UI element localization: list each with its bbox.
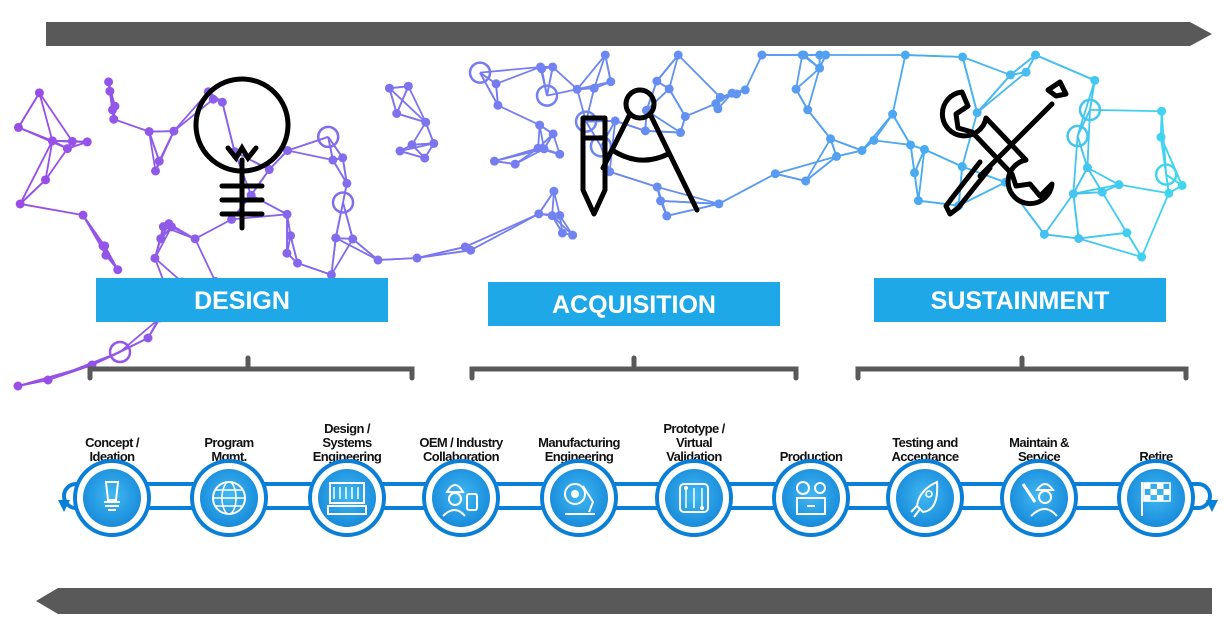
network-mesh-background (13, 50, 1187, 391)
step-8-circle (1000, 459, 1078, 537)
step-label-8: Maintain &Service (1009, 435, 1070, 464)
step-label-line: Service (1018, 449, 1060, 464)
phase-label: DESIGN (194, 287, 290, 315)
step-5-circle (655, 459, 733, 537)
box-gear-icon (796, 481, 826, 515)
phase-design: DESIGN (96, 278, 388, 322)
step-7-circle (886, 459, 964, 537)
svg-text:Maintain &Service: Maintain &Service (1009, 435, 1069, 464)
step-label-line: Program (204, 435, 253, 450)
step-label-line: Systems (322, 435, 372, 450)
top-timeline-arrow (46, 22, 1212, 46)
step-label-line: Ideation (89, 449, 135, 464)
step-label-line: Validation (666, 449, 722, 464)
step-label-6: Production (780, 449, 844, 464)
step-label-line: Engineering (545, 449, 614, 464)
phase-acquisition: ACQUISITION (488, 282, 780, 326)
worker-wrench-icon (1021, 483, 1058, 517)
step-label-line: Concept / (85, 435, 140, 450)
phase-brackets (87, 355, 1189, 381)
phase-label: ACQUISITION (552, 291, 716, 319)
globe-gear-icon (212, 481, 246, 515)
step-label-line: Acceptance (892, 449, 959, 464)
step-label-0: Concept /Ideation (85, 435, 140, 464)
lightbulb-icon (104, 481, 120, 511)
acquisition-bracket (469, 355, 799, 381)
phase-label: SUSTAINMENT (931, 287, 1110, 315)
wrench-screwdriver-icon (939, 79, 1069, 217)
step-label-line: OEM / Industry (419, 435, 504, 450)
step-rail (58, 482, 1218, 512)
drafting-tools-icon (580, 87, 700, 217)
step-4-circle (540, 459, 618, 537)
engineer-tablet-icon (442, 484, 478, 517)
rocket-icon (910, 480, 939, 518)
step-label-line: Maintain & (1009, 435, 1069, 450)
svg-text:Concept /Ideation: Concept /Ideation (85, 435, 140, 464)
step-1-circle (190, 459, 268, 537)
loop-arrow-left-icon (58, 500, 70, 512)
step-3-circle (422, 459, 500, 537)
step-label-line: Production (780, 449, 843, 464)
checkered-flag-icon (1141, 482, 1171, 516)
keyboard-screen-icon (327, 482, 367, 515)
svg-text:Production: Production (780, 449, 843, 464)
lightbulb-icon (193, 76, 291, 231)
step-0-circle (73, 459, 151, 537)
step-label-line: Collaboration (423, 449, 500, 464)
sustainment-bracket (855, 355, 1189, 381)
step-9-circle (1117, 459, 1195, 537)
step-label-line: Manufacturing (538, 435, 620, 450)
circuit-chip-icon (679, 483, 709, 513)
step-2-circle (308, 459, 386, 537)
step-6-circle (772, 459, 850, 537)
phase-sustainment: SUSTAINMENT (874, 278, 1166, 322)
step-label-line: Testing and (892, 435, 958, 450)
step-label-line: Engineering (313, 449, 382, 464)
step-label-line: Virtual (676, 435, 712, 450)
bottom-timeline-arrow (36, 588, 1212, 614)
loop-arrow-right-icon (1206, 500, 1218, 512)
step-label-line: Design / (324, 421, 371, 436)
robot-arm-icon (564, 483, 595, 515)
step-label-line: Prototype / (663, 421, 725, 436)
design-bracket (87, 355, 415, 381)
